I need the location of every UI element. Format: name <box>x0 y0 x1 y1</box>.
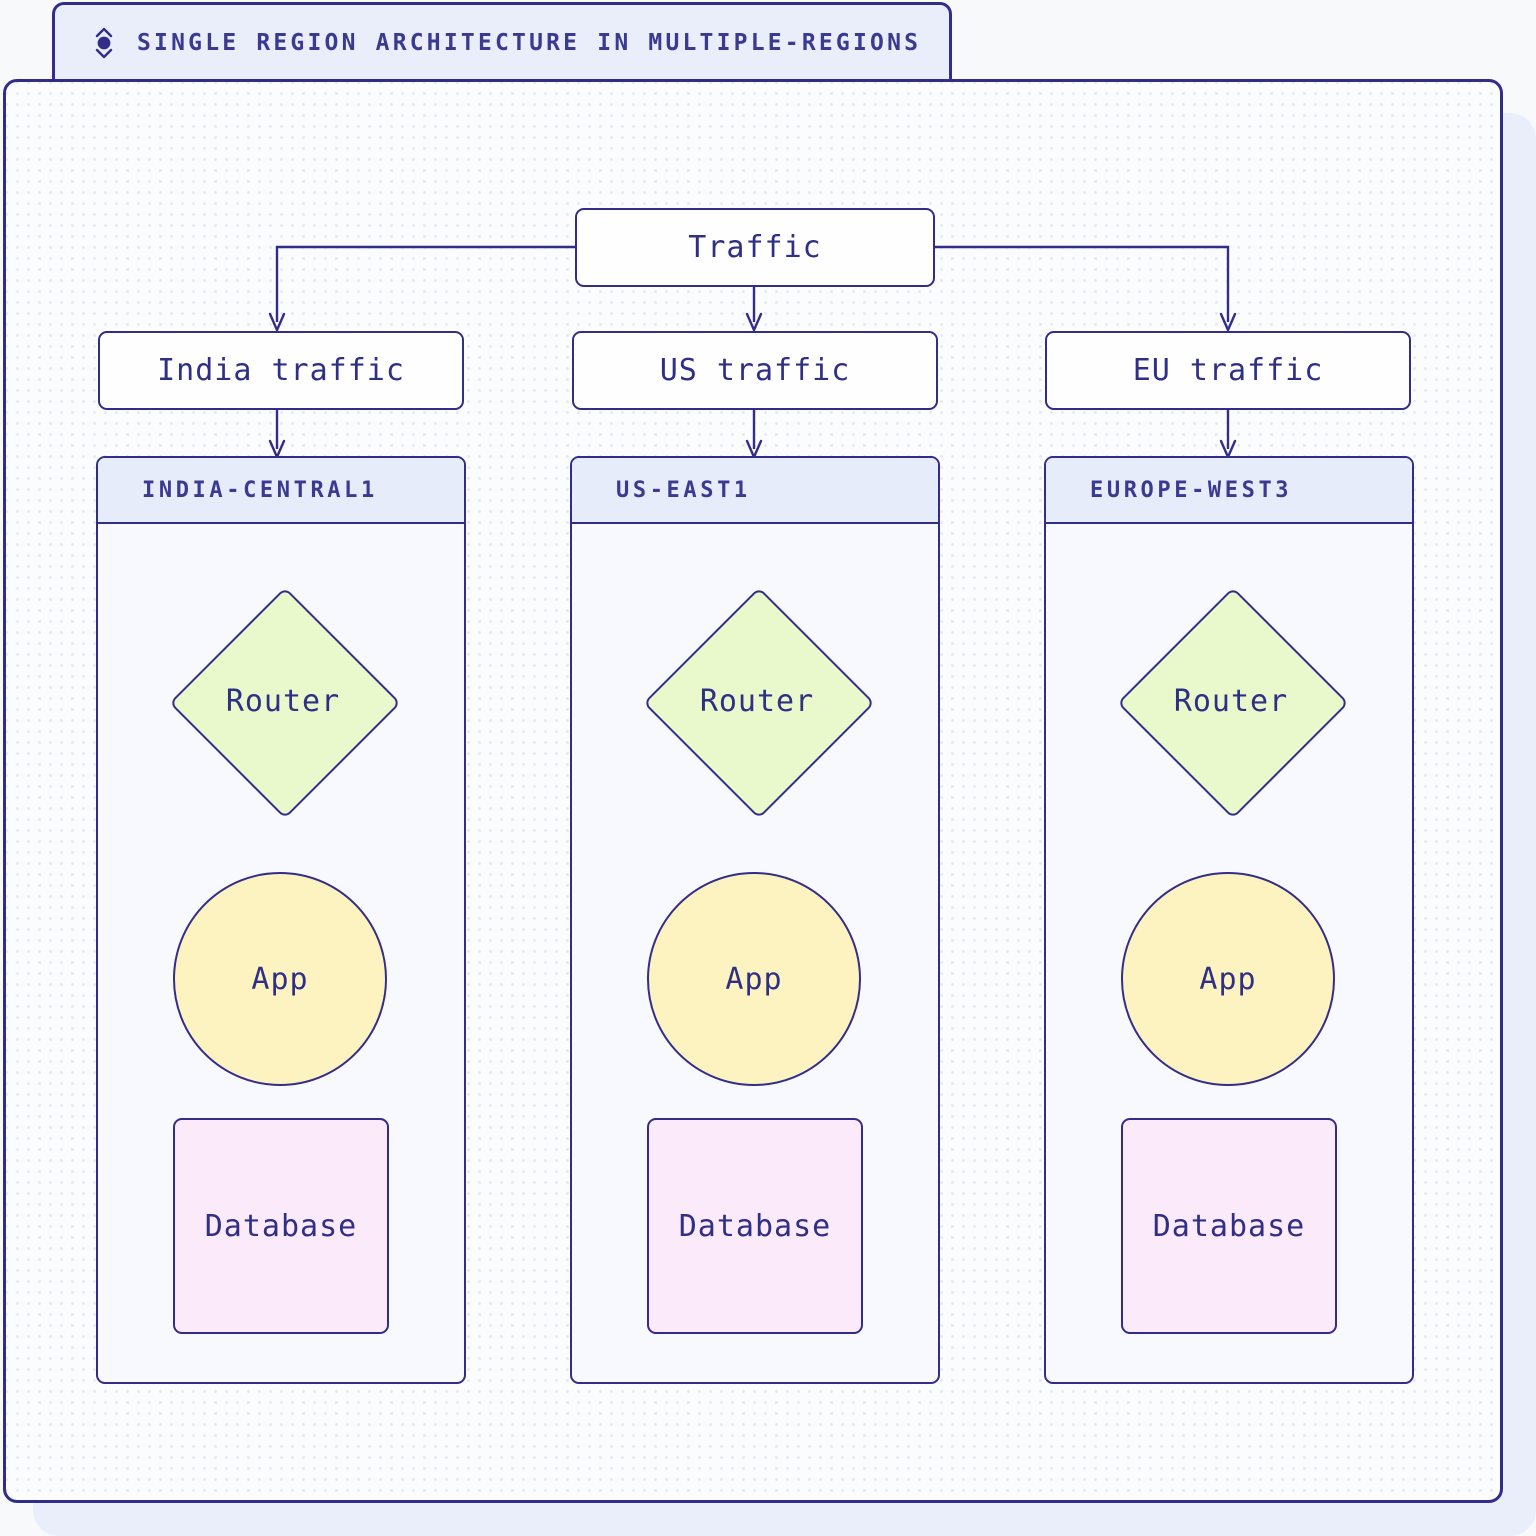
diagram-tab[interactable]: SINGLE REGION ARCHITECTURE IN MULTIPLE-R… <box>52 2 952 80</box>
node-database-india[interactable]: Database <box>173 1118 389 1334</box>
node-traffic-label: Traffic <box>688 230 822 265</box>
region-us-east1-header: US-EAST1 <box>572 458 938 524</box>
region-india-central1-header: INDIA-CENTRAL1 <box>98 458 464 524</box>
node-database-us[interactable]: Database <box>647 1118 863 1334</box>
region-europe-west3-header: EUROPE-WEST3 <box>1046 458 1412 524</box>
node-us-traffic[interactable]: US traffic <box>572 331 938 410</box>
node-database-eu[interactable]: Database <box>1121 1118 1337 1334</box>
diagram-canvas[interactable]: Traffic India traffic US traffic EU traf… <box>3 79 1503 1503</box>
node-traffic[interactable]: Traffic <box>575 208 935 287</box>
node-us-traffic-label: US traffic <box>659 353 851 388</box>
node-app-us[interactable]: App <box>647 872 861 1086</box>
node-router-us-label: Router <box>699 683 815 719</box>
node-app-india[interactable]: App <box>173 872 387 1086</box>
node-router-eu[interactable]: Router <box>1117 587 1349 819</box>
node-router-india[interactable]: Router <box>169 587 401 819</box>
node-app-eu[interactable]: App <box>1121 872 1335 1086</box>
tab-title: SINGLE REGION ARCHITECTURE IN MULTIPLE-R… <box>137 29 922 56</box>
node-router-india-label: Router <box>225 683 341 719</box>
node-database-eu-label: Database <box>1152 1208 1306 1244</box>
node-database-us-label: Database <box>678 1208 832 1244</box>
node-india-traffic[interactable]: India traffic <box>98 331 464 410</box>
node-app-india-label: App <box>251 961 309 997</box>
node-india-traffic-label: India traffic <box>157 353 405 388</box>
node-router-eu-label: Router <box>1173 683 1289 719</box>
node-router-us[interactable]: Router <box>643 587 875 819</box>
node-database-india-label: Database <box>204 1208 358 1244</box>
node-eu-traffic-label: EU traffic <box>1132 353 1324 388</box>
node-app-eu-label: App <box>1199 961 1257 997</box>
node-app-us-label: App <box>725 961 783 997</box>
node-circle-icon <box>93 26 115 60</box>
node-eu-traffic[interactable]: EU traffic <box>1045 331 1411 410</box>
